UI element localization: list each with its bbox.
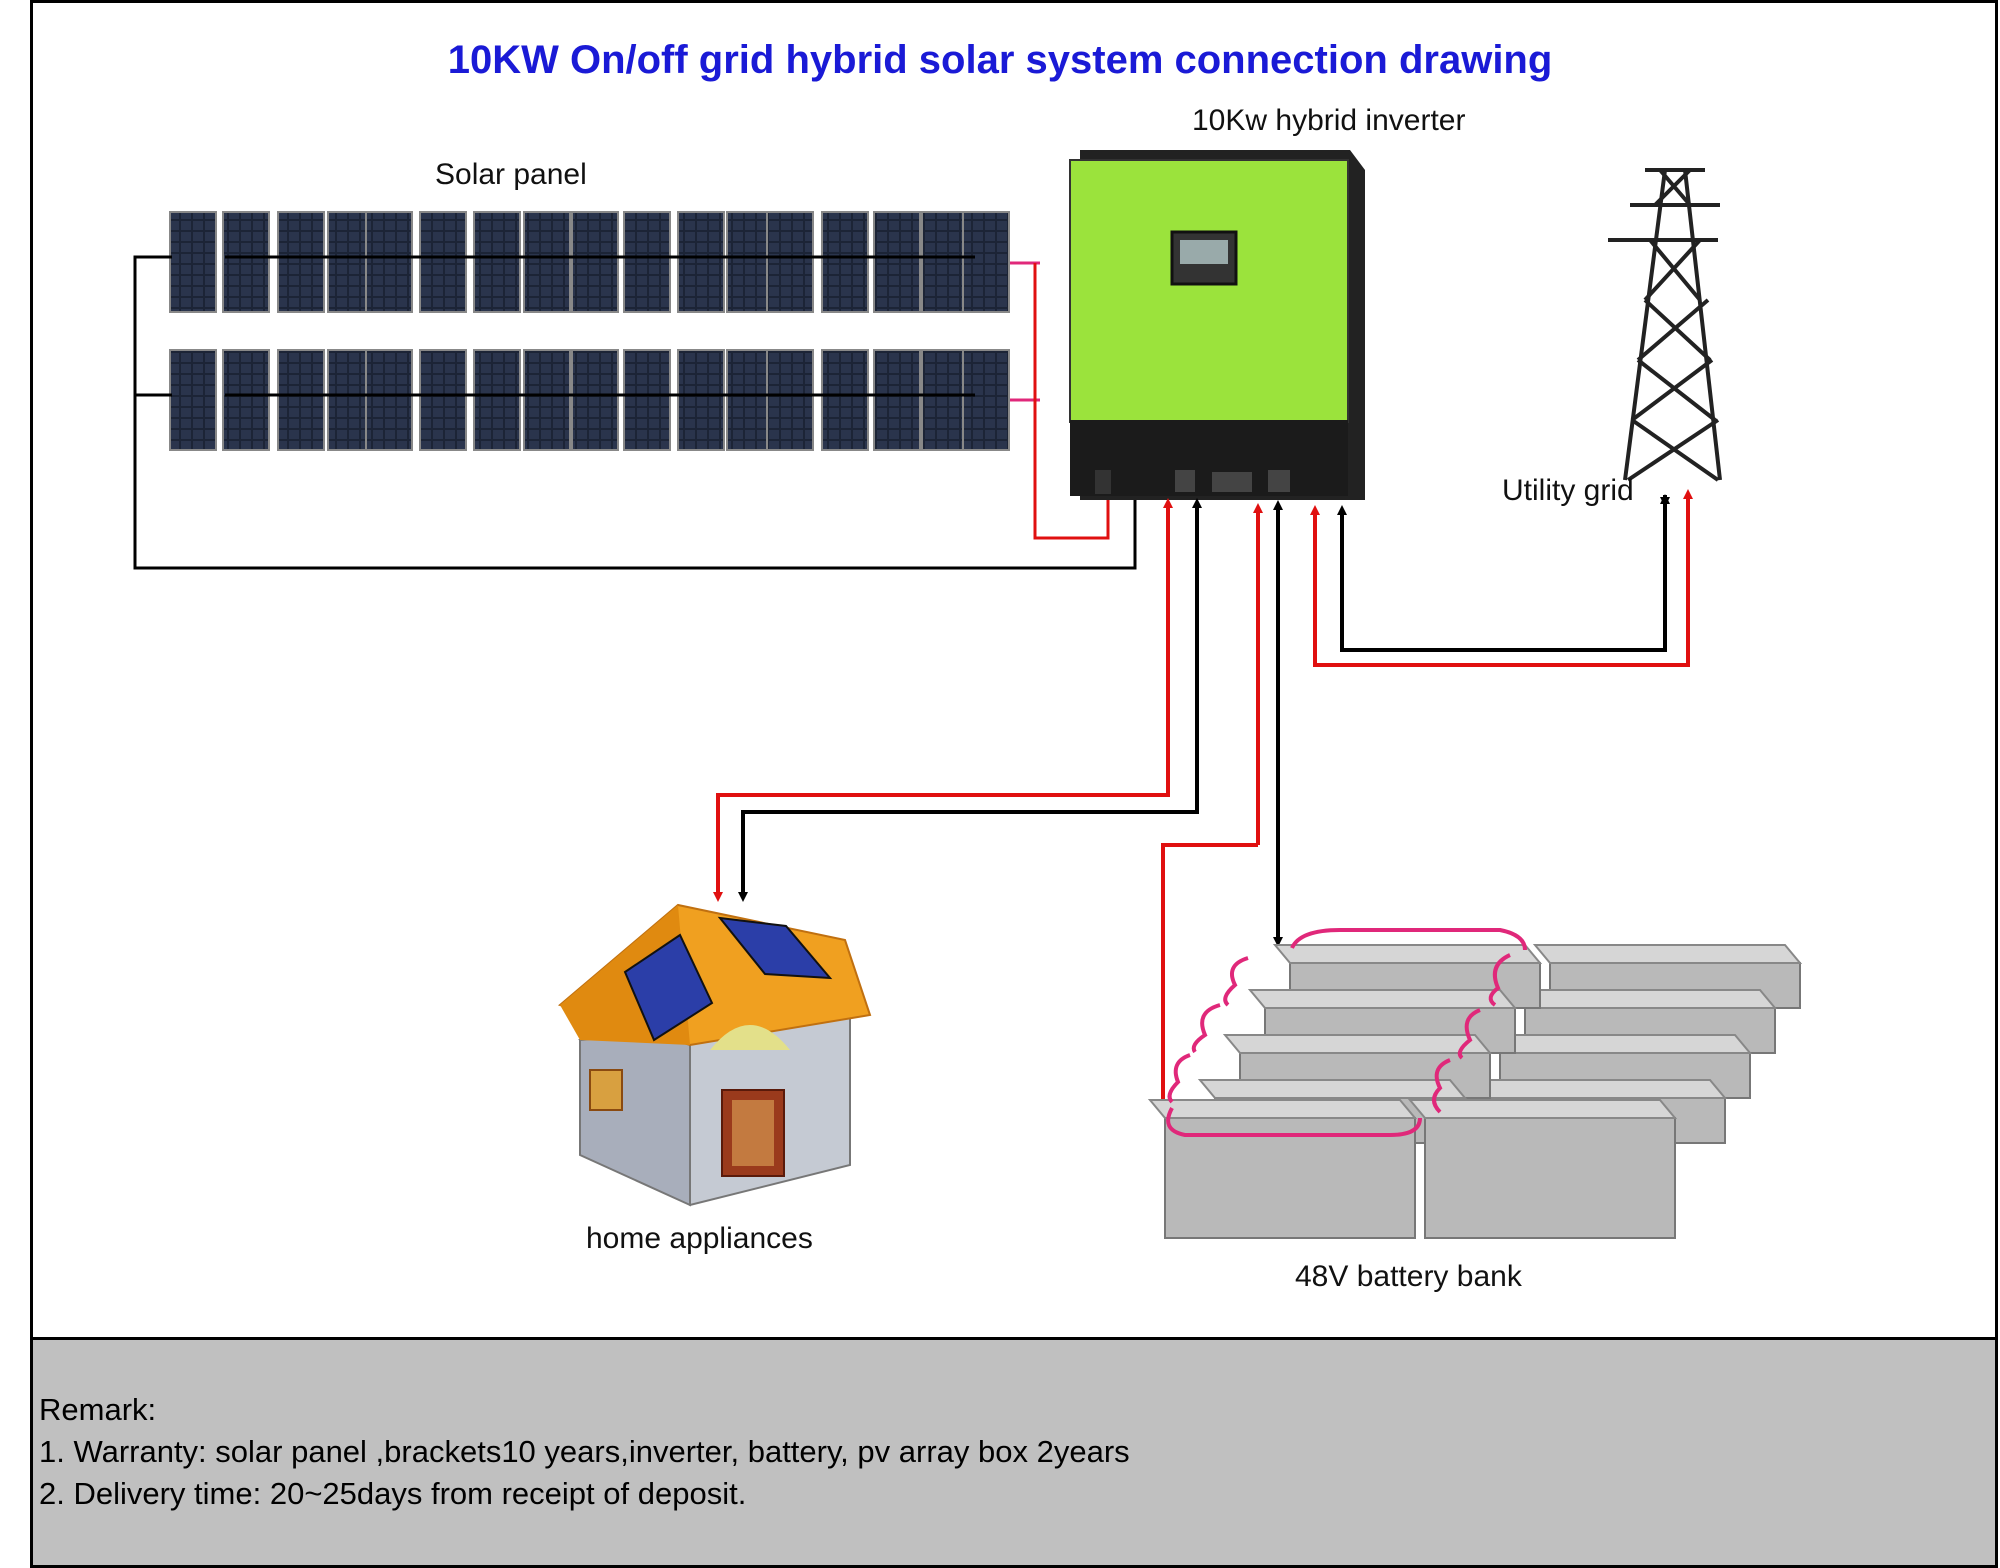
hybrid-inverter	[1069, 150, 1365, 500]
solar-panel-module	[473, 349, 521, 451]
solar-panel-module	[169, 349, 217, 451]
solar-panel-row-top	[169, 211, 1010, 313]
remark-panel: Remark: 1. Warranty: solar panel ,bracke…	[30, 1337, 1998, 1568]
solar-panel-module	[523, 349, 571, 451]
solar-panel-module	[873, 349, 921, 451]
grid-wiring	[1310, 489, 1693, 667]
solar-panel-module	[623, 349, 671, 451]
solar-panel-module	[766, 211, 814, 313]
solar-panel-module	[962, 349, 1010, 451]
solar-panel-module	[821, 349, 869, 451]
solar-panel-module	[726, 211, 774, 313]
utility-grid-tower	[1608, 168, 1722, 482]
pv-string-wiring	[133, 255, 1140, 570]
solar-panel-module	[821, 211, 869, 313]
diagram-title: 10KW On/off grid hybrid solar system con…	[447, 38, 1553, 82]
home-appliances-house	[557, 903, 872, 1207]
solar-panel-module	[921, 211, 969, 313]
solar-panel-module	[677, 349, 725, 451]
solar-panel-module	[222, 349, 270, 451]
battery-unit	[1147, 1099, 1418, 1239]
solar-panel-module	[222, 211, 270, 313]
inverter-label: 10Kw hybrid inverter	[1192, 104, 1466, 137]
battery-wiring	[1158, 500, 1283, 1117]
remark-delivery: 2. Delivery time: 20~25days from receipt…	[39, 1476, 747, 1511]
battery-bank-label: 48V battery bank	[1295, 1260, 1522, 1293]
solar-panel-module	[726, 349, 774, 451]
solar-panel-module	[962, 211, 1010, 313]
load-wiring	[713, 498, 1202, 902]
solar-panel-module	[473, 211, 521, 313]
utility-grid-label: Utility grid	[1502, 474, 1634, 507]
solar-panel-module	[873, 211, 921, 313]
connection-diagram	[133, 150, 1803, 1239]
solar-panel-module	[277, 349, 325, 451]
solar-panel-module	[571, 211, 619, 313]
battery-bank	[1147, 944, 1803, 1239]
battery-unit	[1407, 1099, 1678, 1239]
solar-panel-module	[623, 211, 671, 313]
solar-panel-module	[523, 211, 571, 313]
solar-panel-module	[277, 211, 325, 313]
solar-panel-label: Solar panel	[435, 158, 587, 191]
solar-panel-module	[365, 349, 413, 451]
solar-panel-module	[365, 211, 413, 313]
solar-panel-module	[419, 211, 467, 313]
solar-panel-module	[677, 211, 725, 313]
solar-panel-module	[169, 211, 217, 313]
solar-panel-module	[419, 349, 467, 451]
solar-panel-module	[571, 349, 619, 451]
solar-panel-module	[766, 349, 814, 451]
solar-panel-module	[921, 349, 969, 451]
solar-panel-row-bottom	[169, 349, 1010, 451]
remark-heading: Remark:	[39, 1392, 157, 1427]
remark-warranty: 1. Warranty: solar panel ,brackets10 yea…	[39, 1434, 1130, 1469]
battery-interconnects	[1166, 928, 1527, 1137]
home-appliances-label: home appliances	[586, 1222, 813, 1255]
